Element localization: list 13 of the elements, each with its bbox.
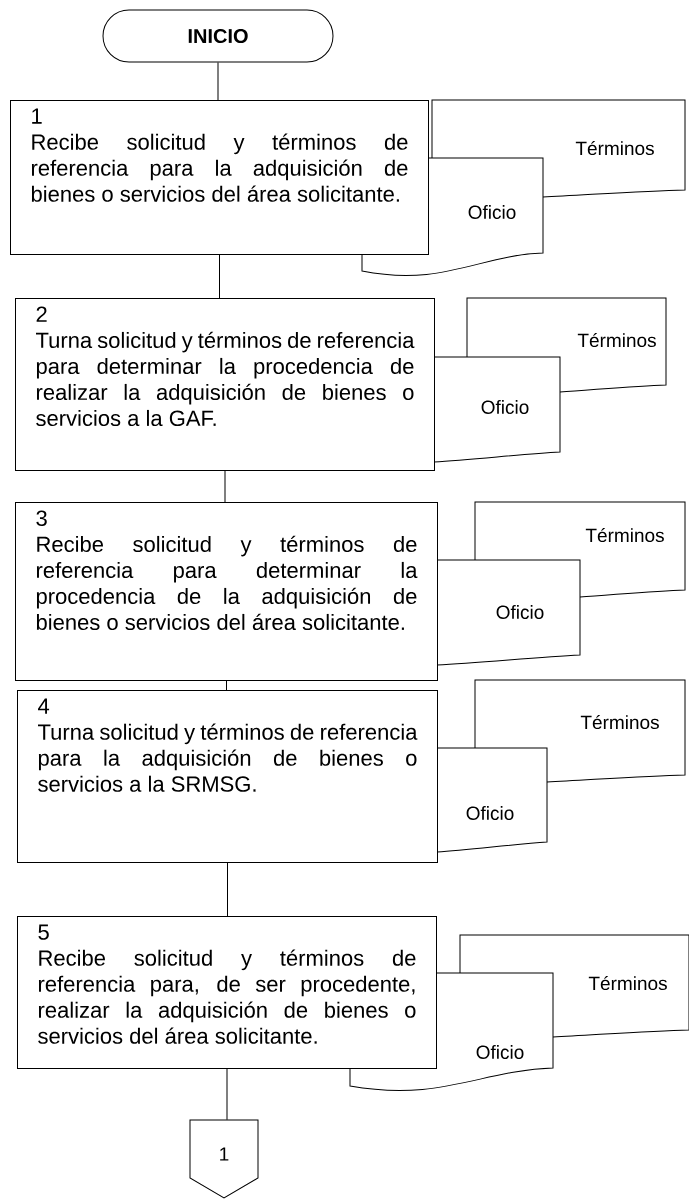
off-page-connector: 1 [189,1119,259,1199]
connector-line [224,470,226,503]
process-box: 2 Turna solicitud y términos de referencia para determinar la procedencia de realizar la adquisición de bienes o servicios a la GAF. [15,298,435,471]
process-box: 3 Recibe solicitud y términos de referencia para determinar la procedencia de la adquisición de bienes o servicios del área solicitante. [15,502,438,681]
start-terminal: INICIO [102,9,334,63]
process-box: 1 Recibe solicitud y términos de referencia para la adquisición de bienes o servicios del área solicitante. [10,100,429,255]
connector-line [217,62,219,101]
connector-line [227,862,228,917]
process-box: 5 Recibe solicitud y términos de referencia para, de ser procedente, realizar la adquisición de bienes o servicios del área solicitante. [17,916,437,1069]
connector-line [226,1068,228,1121]
connector-line [226,680,227,691]
connector-line [219,254,220,299]
process-box: 4 Turna solicitud y términos de referencia para la adquisición de bienes o servicios a la SRMSG. [17,690,438,863]
